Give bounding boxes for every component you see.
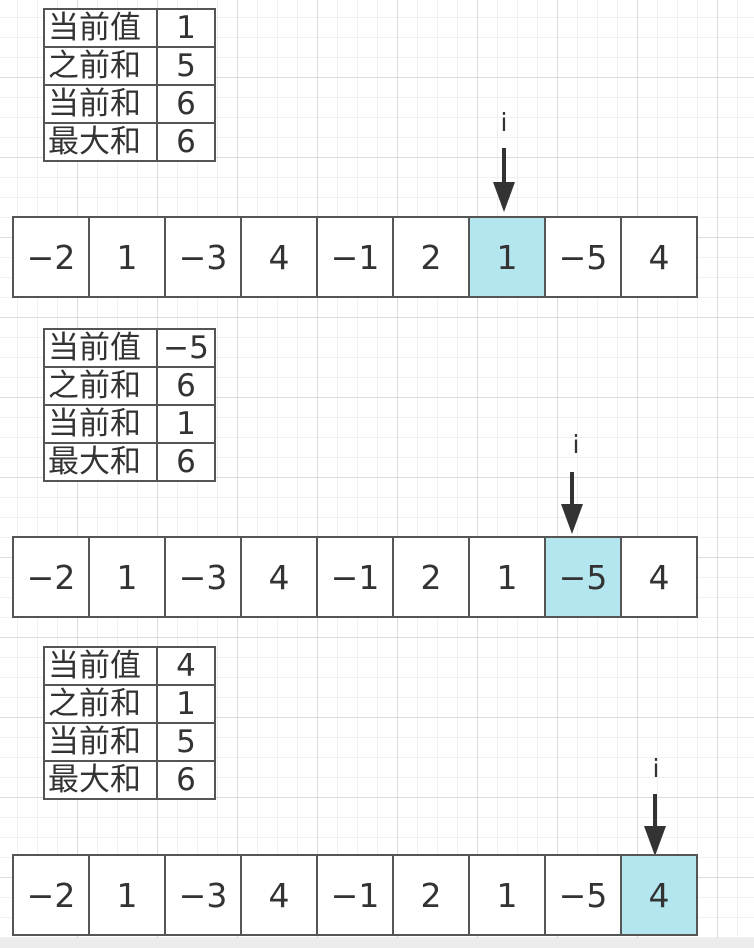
state-row-previous-sum: 之前和 5 — [43, 46, 216, 86]
array-row-3: −2 1 −3 4 −1 2 1 −5 4 — [12, 854, 698, 936]
pointer-arrow-head — [493, 182, 515, 212]
array-cell: 1 — [468, 856, 544, 934]
previous-sum-label: 之前和 — [43, 366, 158, 406]
state-table-1: 当前值 1 之前和 5 当前和 6 最大和 6 — [43, 8, 216, 162]
current-value-label: 当前值 — [43, 646, 158, 686]
state-table-2: 当前值 −5 之前和 6 当前和 1 最大和 6 — [43, 328, 216, 482]
array-cell-current: 4 — [620, 856, 696, 934]
max-sum-label: 最大和 — [43, 122, 158, 162]
current-sum: 6 — [156, 84, 216, 124]
array-cell: −2 — [14, 218, 88, 296]
previous-sum: 6 — [156, 366, 216, 406]
array-cell: 2 — [392, 856, 468, 934]
array-cell: −5 — [544, 856, 620, 934]
pointer-arrow-shaft — [502, 148, 506, 184]
array-cell: −1 — [316, 218, 392, 296]
current-value: −5 — [156, 328, 216, 368]
state-row-max-sum: 最大和 6 — [43, 442, 216, 482]
max-sum: 6 — [156, 122, 216, 162]
state-row-current-value: 当前值 4 — [43, 646, 216, 686]
array-cell: −3 — [164, 538, 240, 616]
current-value-label: 当前值 — [43, 328, 158, 368]
current-sum-label: 当前和 — [43, 84, 158, 124]
array-cell: −5 — [544, 218, 620, 296]
state-row-current-value: 当前值 −5 — [43, 328, 216, 368]
array-cell: 4 — [240, 856, 316, 934]
current-sum-label: 当前和 — [43, 404, 158, 444]
pointer-label: i — [652, 754, 660, 783]
current-value-label: 当前值 — [43, 8, 158, 48]
state-row-current-sum: 当前和 1 — [43, 404, 216, 444]
max-sum: 6 — [156, 760, 216, 800]
array-cell: −2 — [14, 856, 88, 934]
max-sum-label: 最大和 — [43, 760, 158, 800]
array-cell: 4 — [240, 538, 316, 616]
current-value: 1 — [156, 8, 216, 48]
array-cell: −1 — [316, 538, 392, 616]
array-cell: −3 — [164, 856, 240, 934]
state-row-previous-sum: 之前和 1 — [43, 684, 216, 724]
state-row-current-sum: 当前和 5 — [43, 722, 216, 762]
array-cell-current: 1 — [468, 218, 544, 296]
array-cell-current: −5 — [544, 538, 620, 616]
current-value: 4 — [156, 646, 216, 686]
state-row-max-sum: 最大和 6 — [43, 760, 216, 800]
array-cell: 4 — [240, 218, 316, 296]
max-sum: 6 — [156, 442, 216, 482]
pointer-arrow-head — [561, 504, 583, 534]
array-cell: 1 — [88, 538, 164, 616]
array-cell: 4 — [620, 218, 696, 296]
bottom-scroll-strip — [0, 938, 754, 948]
previous-sum: 1 — [156, 684, 216, 724]
array-cell: −2 — [14, 538, 88, 616]
array-row-1: −2 1 −3 4 −1 2 1 −5 4 — [12, 216, 698, 298]
array-cell: 4 — [620, 538, 696, 616]
state-row-current-sum: 当前和 6 — [43, 84, 216, 124]
array-cell: 1 — [468, 538, 544, 616]
array-cell: 1 — [88, 856, 164, 934]
array-row-2: −2 1 −3 4 −1 2 1 −5 4 — [12, 536, 698, 618]
pointer-label: i — [500, 108, 508, 137]
max-sum-label: 最大和 — [43, 442, 158, 482]
current-sum: 1 — [156, 404, 216, 444]
array-cell: 1 — [88, 218, 164, 296]
state-table-3: 当前值 4 之前和 1 当前和 5 最大和 6 — [43, 646, 216, 800]
array-cell: 2 — [392, 218, 468, 296]
current-sum-label: 当前和 — [43, 722, 158, 762]
state-row-previous-sum: 之前和 6 — [43, 366, 216, 406]
previous-sum-label: 之前和 — [43, 46, 158, 86]
current-sum: 5 — [156, 722, 216, 762]
previous-sum-label: 之前和 — [43, 684, 158, 724]
pointer-label: i — [572, 430, 580, 459]
array-cell: −3 — [164, 218, 240, 296]
state-row-max-sum: 最大和 6 — [43, 122, 216, 162]
array-cell: −1 — [316, 856, 392, 934]
pointer-arrow-shaft — [653, 794, 657, 828]
previous-sum: 5 — [156, 46, 216, 86]
pointer-arrow-head — [644, 826, 666, 856]
array-cell: 2 — [392, 538, 468, 616]
pointer-arrow-shaft — [570, 472, 574, 506]
state-row-current-value: 当前值 1 — [43, 8, 216, 48]
